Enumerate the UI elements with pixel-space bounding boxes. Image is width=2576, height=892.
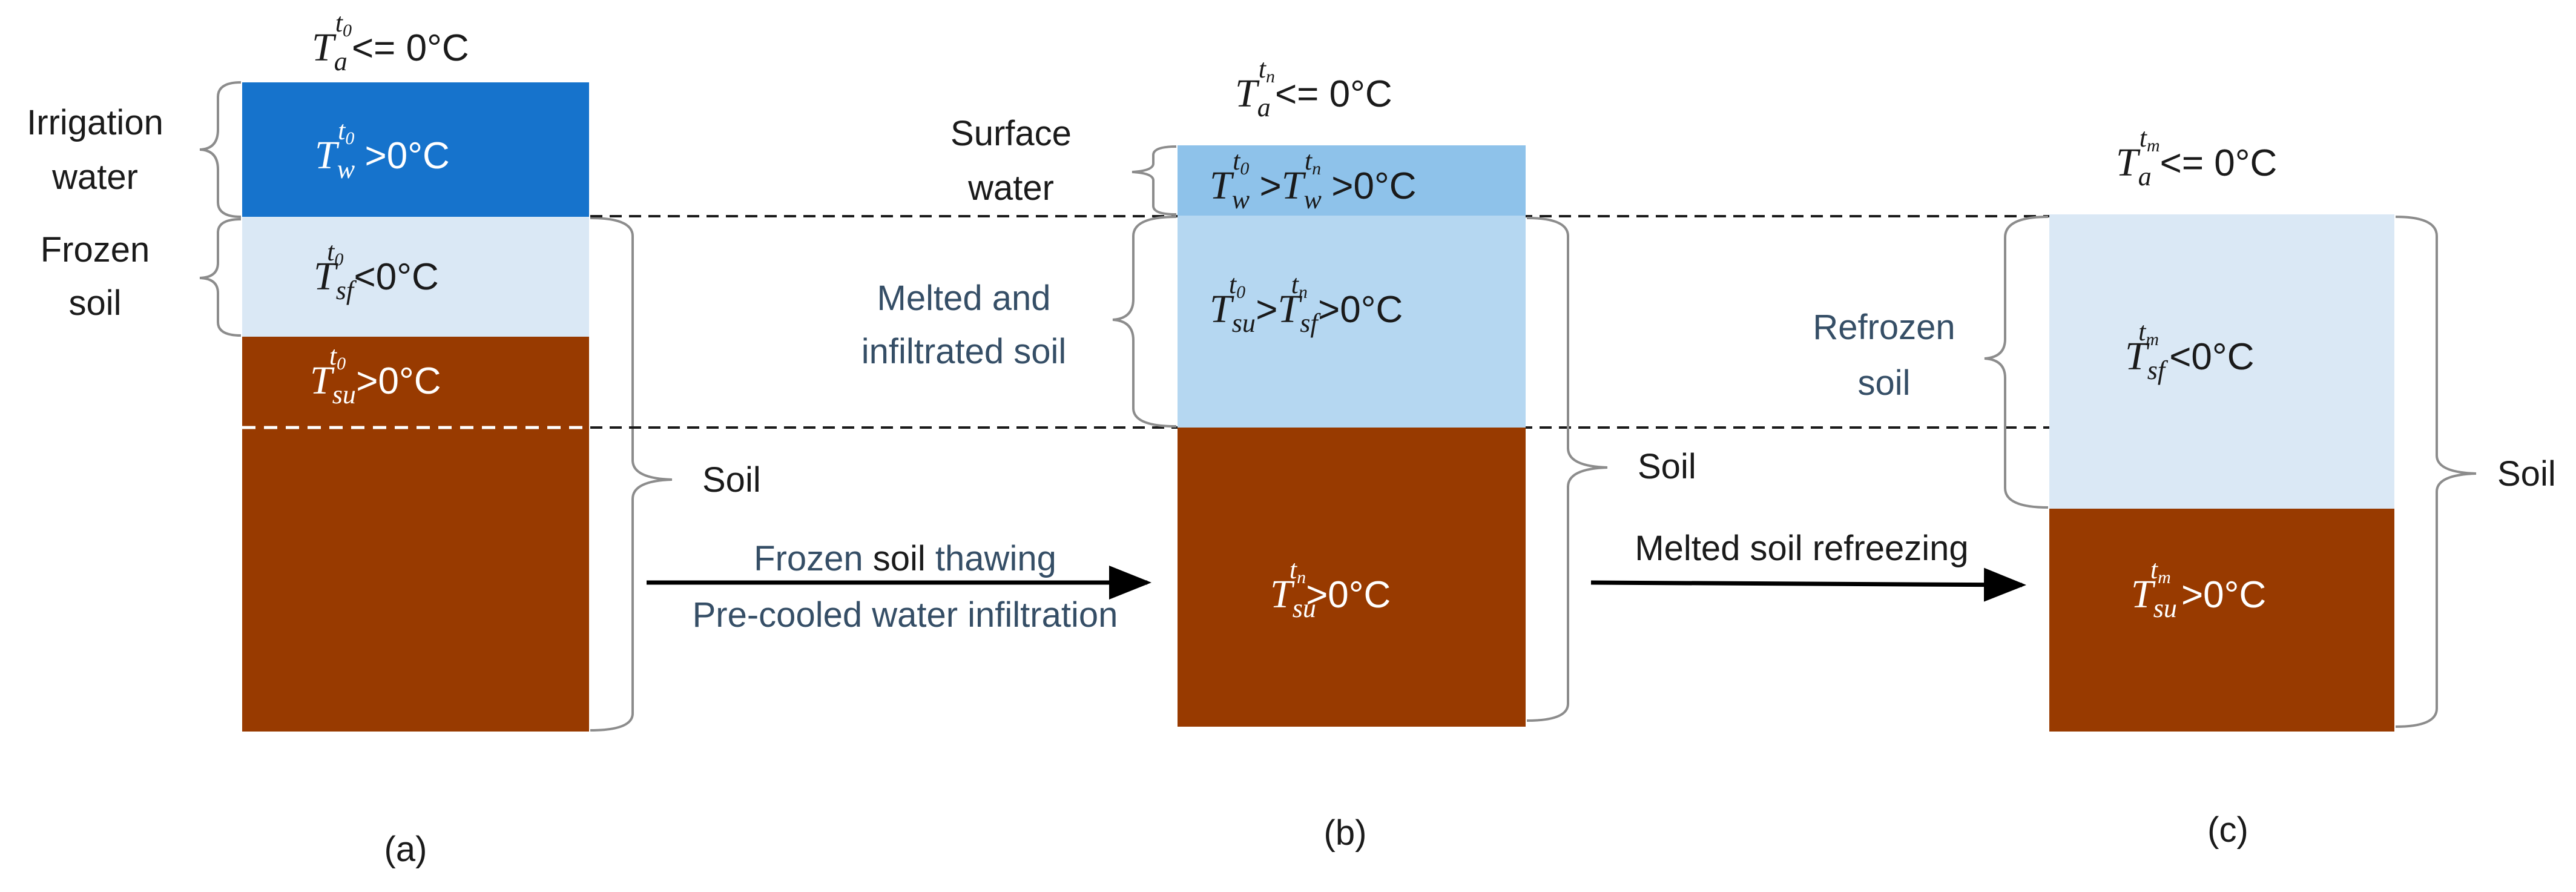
- label-melted-soil-1: Melted and: [877, 279, 1051, 318]
- label-surface-water-2: water: [967, 168, 1054, 208]
- frozen-soil-layer: [242, 217, 589, 337]
- unfrozen-soil-temp-a: Tsut0 >0°C: [310, 341, 441, 409]
- unfrozen-soil-layer-b: [1178, 428, 1526, 727]
- frozen-soil-temp-a: Tsft0 <0°C: [314, 237, 439, 305]
- surface-water-layer: [1178, 145, 1526, 216]
- water-temp-a: Twt0 >0°C: [315, 116, 450, 184]
- unfrozen-soil-temp-b: Tsutn>0°C: [1270, 555, 1391, 623]
- refrozen-soil-layer: [2049, 214, 2394, 509]
- panel-b: Tatn<= 0°C Twt0 >Twtn >0°C Tsut0 >Tsftn …: [861, 54, 1696, 853]
- label-refrozen-soil-1: Refrozen: [1813, 308, 1955, 347]
- label-irrigation-water-2: water: [51, 157, 138, 197]
- melted-soil-brace: [1112, 216, 1177, 428]
- water-temp-b: Twt0 >Twtn >0°C: [1210, 146, 1417, 214]
- arrow-2-line-1: Melted soil refreezing: [1635, 529, 1968, 568]
- soil-brace-a: [590, 217, 673, 732]
- label-soil-a: Soil: [702, 460, 761, 500]
- soil-brace-b: [1526, 217, 1608, 722]
- caption-b: (b): [1324, 813, 1367, 853]
- unfrozen-soil-layer-c: [2049, 509, 2394, 732]
- label-frozen-soil-2: soil: [68, 283, 121, 323]
- air-temp-c: Tatm<= 0°C: [2116, 123, 2277, 191]
- air-temp-a: Tat0<= 0°C: [312, 8, 469, 76]
- caption-c: (c): [2207, 810, 2248, 850]
- process-arrow-2: Melted soil refreezing: [1590, 529, 2026, 602]
- melted-soil-temp-b: Tsut0 >Tsftn >0°C: [1210, 269, 1403, 338]
- label-irrigation-water-1: Irrigation: [27, 103, 163, 142]
- label-surface-water-1: Surface: [950, 114, 1072, 153]
- air-temp-b: Tatn<= 0°C: [1235, 54, 1392, 122]
- panel-c: Tatm<= 0°C Tsftm <0°C Tsutm >0°C Refroze…: [1813, 123, 2555, 850]
- soil-brace-c: [2395, 216, 2477, 728]
- refrozen-soil-brace: [1984, 216, 2049, 509]
- melted-soil-layer: [1178, 216, 1526, 428]
- panel-a: Tat0<= 0°C Twt0 >0°C Tsft0 <0°C Tsut0 >0…: [27, 8, 761, 869]
- arrow-1-line-2: Pre-cooled water infiltration: [693, 595, 1118, 635]
- irrigation-water-brace: [199, 81, 242, 218]
- unfrozen-soil-layer: [242, 337, 589, 732]
- process-arrow-1: Frozen soil thawing Pre-cooled water inf…: [647, 539, 1151, 635]
- label-soil-c: Soil: [2497, 454, 2556, 494]
- label-soil-b: Soil: [1638, 447, 1696, 486]
- label-refrozen-soil-2: soil: [1857, 363, 1910, 403]
- surface-water-brace: [1132, 145, 1177, 216]
- caption-a: (a): [384, 830, 427, 869]
- refrozen-soil-temp-c: Tsftm <0°C: [2125, 317, 2254, 385]
- arrow-1-line-1: Frozen soil thawing: [754, 539, 1056, 578]
- frozen-soil-brace: [199, 218, 242, 337]
- irrigation-water-layer: [242, 82, 589, 217]
- label-melted-soil-2: infiltrated soil: [861, 332, 1066, 371]
- arrow-2-shaft: [1590, 567, 2026, 602]
- label-frozen-soil-1: Frozen: [41, 230, 150, 269]
- unfrozen-soil-temp-c: Tsutm >0°C: [2131, 555, 2266, 623]
